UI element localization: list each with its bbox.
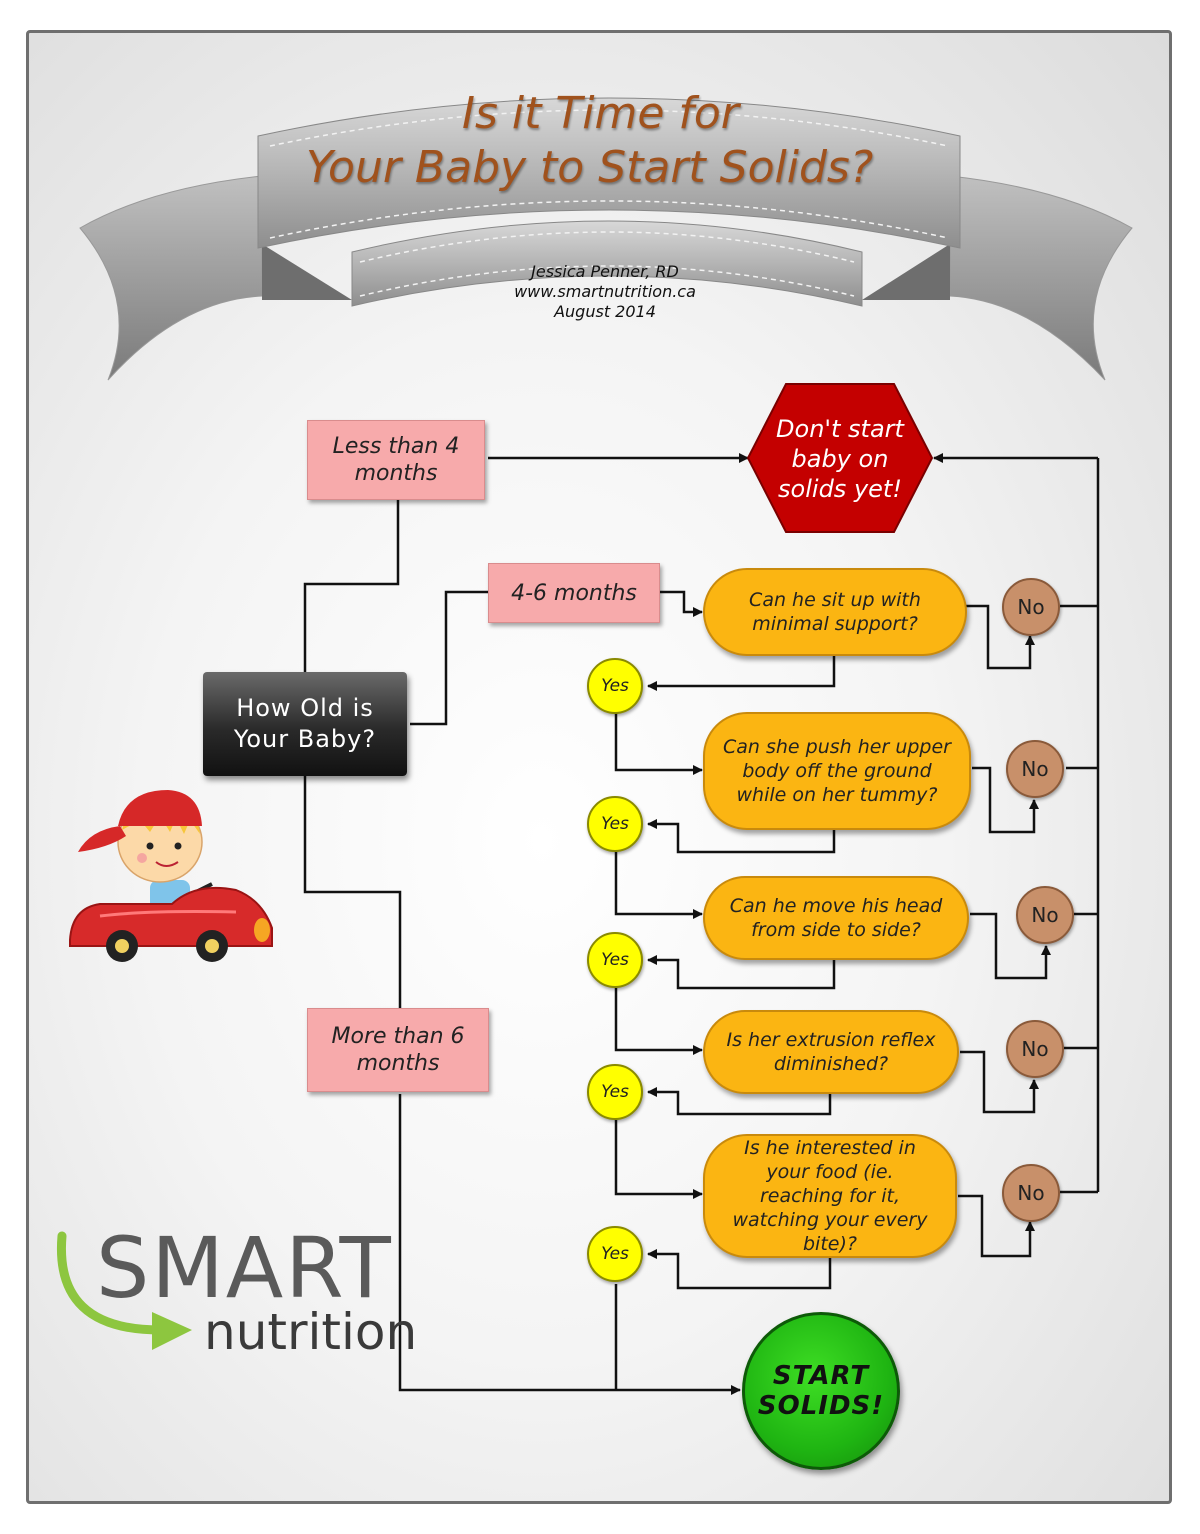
no-node: No	[1002, 578, 1060, 636]
question-sit-up: Can he sit up with minimal support?	[703, 568, 967, 656]
no-node: No	[1006, 1020, 1064, 1078]
yes-node: Yes	[587, 1064, 643, 1120]
title-line-2: Your Baby to Start Solids?	[306, 142, 874, 193]
no-node: No	[1016, 886, 1074, 944]
question-push-up: Can she push her upper body off the grou…	[703, 712, 971, 830]
yes-node: Yes	[587, 1226, 643, 1282]
no-node: No	[1006, 740, 1064, 798]
age-more-than-6-box: More than 6 months	[307, 1008, 489, 1092]
stop-node: Don't start baby on solids yet!	[776, 415, 904, 503]
question-extrusion-reflex: Is her extrusion reflex diminished?	[703, 1010, 959, 1094]
logo-smart-text: SMART	[96, 1219, 393, 1317]
yes-node: Yes	[587, 796, 643, 852]
yes-node: Yes	[587, 658, 643, 714]
yes-node: Yes	[587, 932, 643, 988]
date: August 2014	[554, 302, 656, 321]
age-less-than-4-box: Less than 4 months	[307, 420, 485, 500]
logo-nutrition-text: nutrition	[204, 1303, 418, 1361]
question-interest-in-food: Is he interested in your food (ie. reach…	[703, 1134, 957, 1258]
start-solids-node: START SOLIDS!	[742, 1312, 900, 1470]
website: www.smartnutrition.ca	[514, 282, 696, 301]
author: Jessica Penner, RD	[531, 262, 679, 281]
age-question-node: How Old is Your Baby?	[203, 672, 407, 776]
title-line-1: Is it Time for	[462, 88, 739, 139]
no-node: No	[1002, 1164, 1060, 1222]
age-4-6-box: 4-6 months	[488, 563, 660, 623]
stop-octagon-shape	[746, 383, 934, 533]
question-head-movement: Can he move his head from side to side?	[703, 876, 969, 960]
